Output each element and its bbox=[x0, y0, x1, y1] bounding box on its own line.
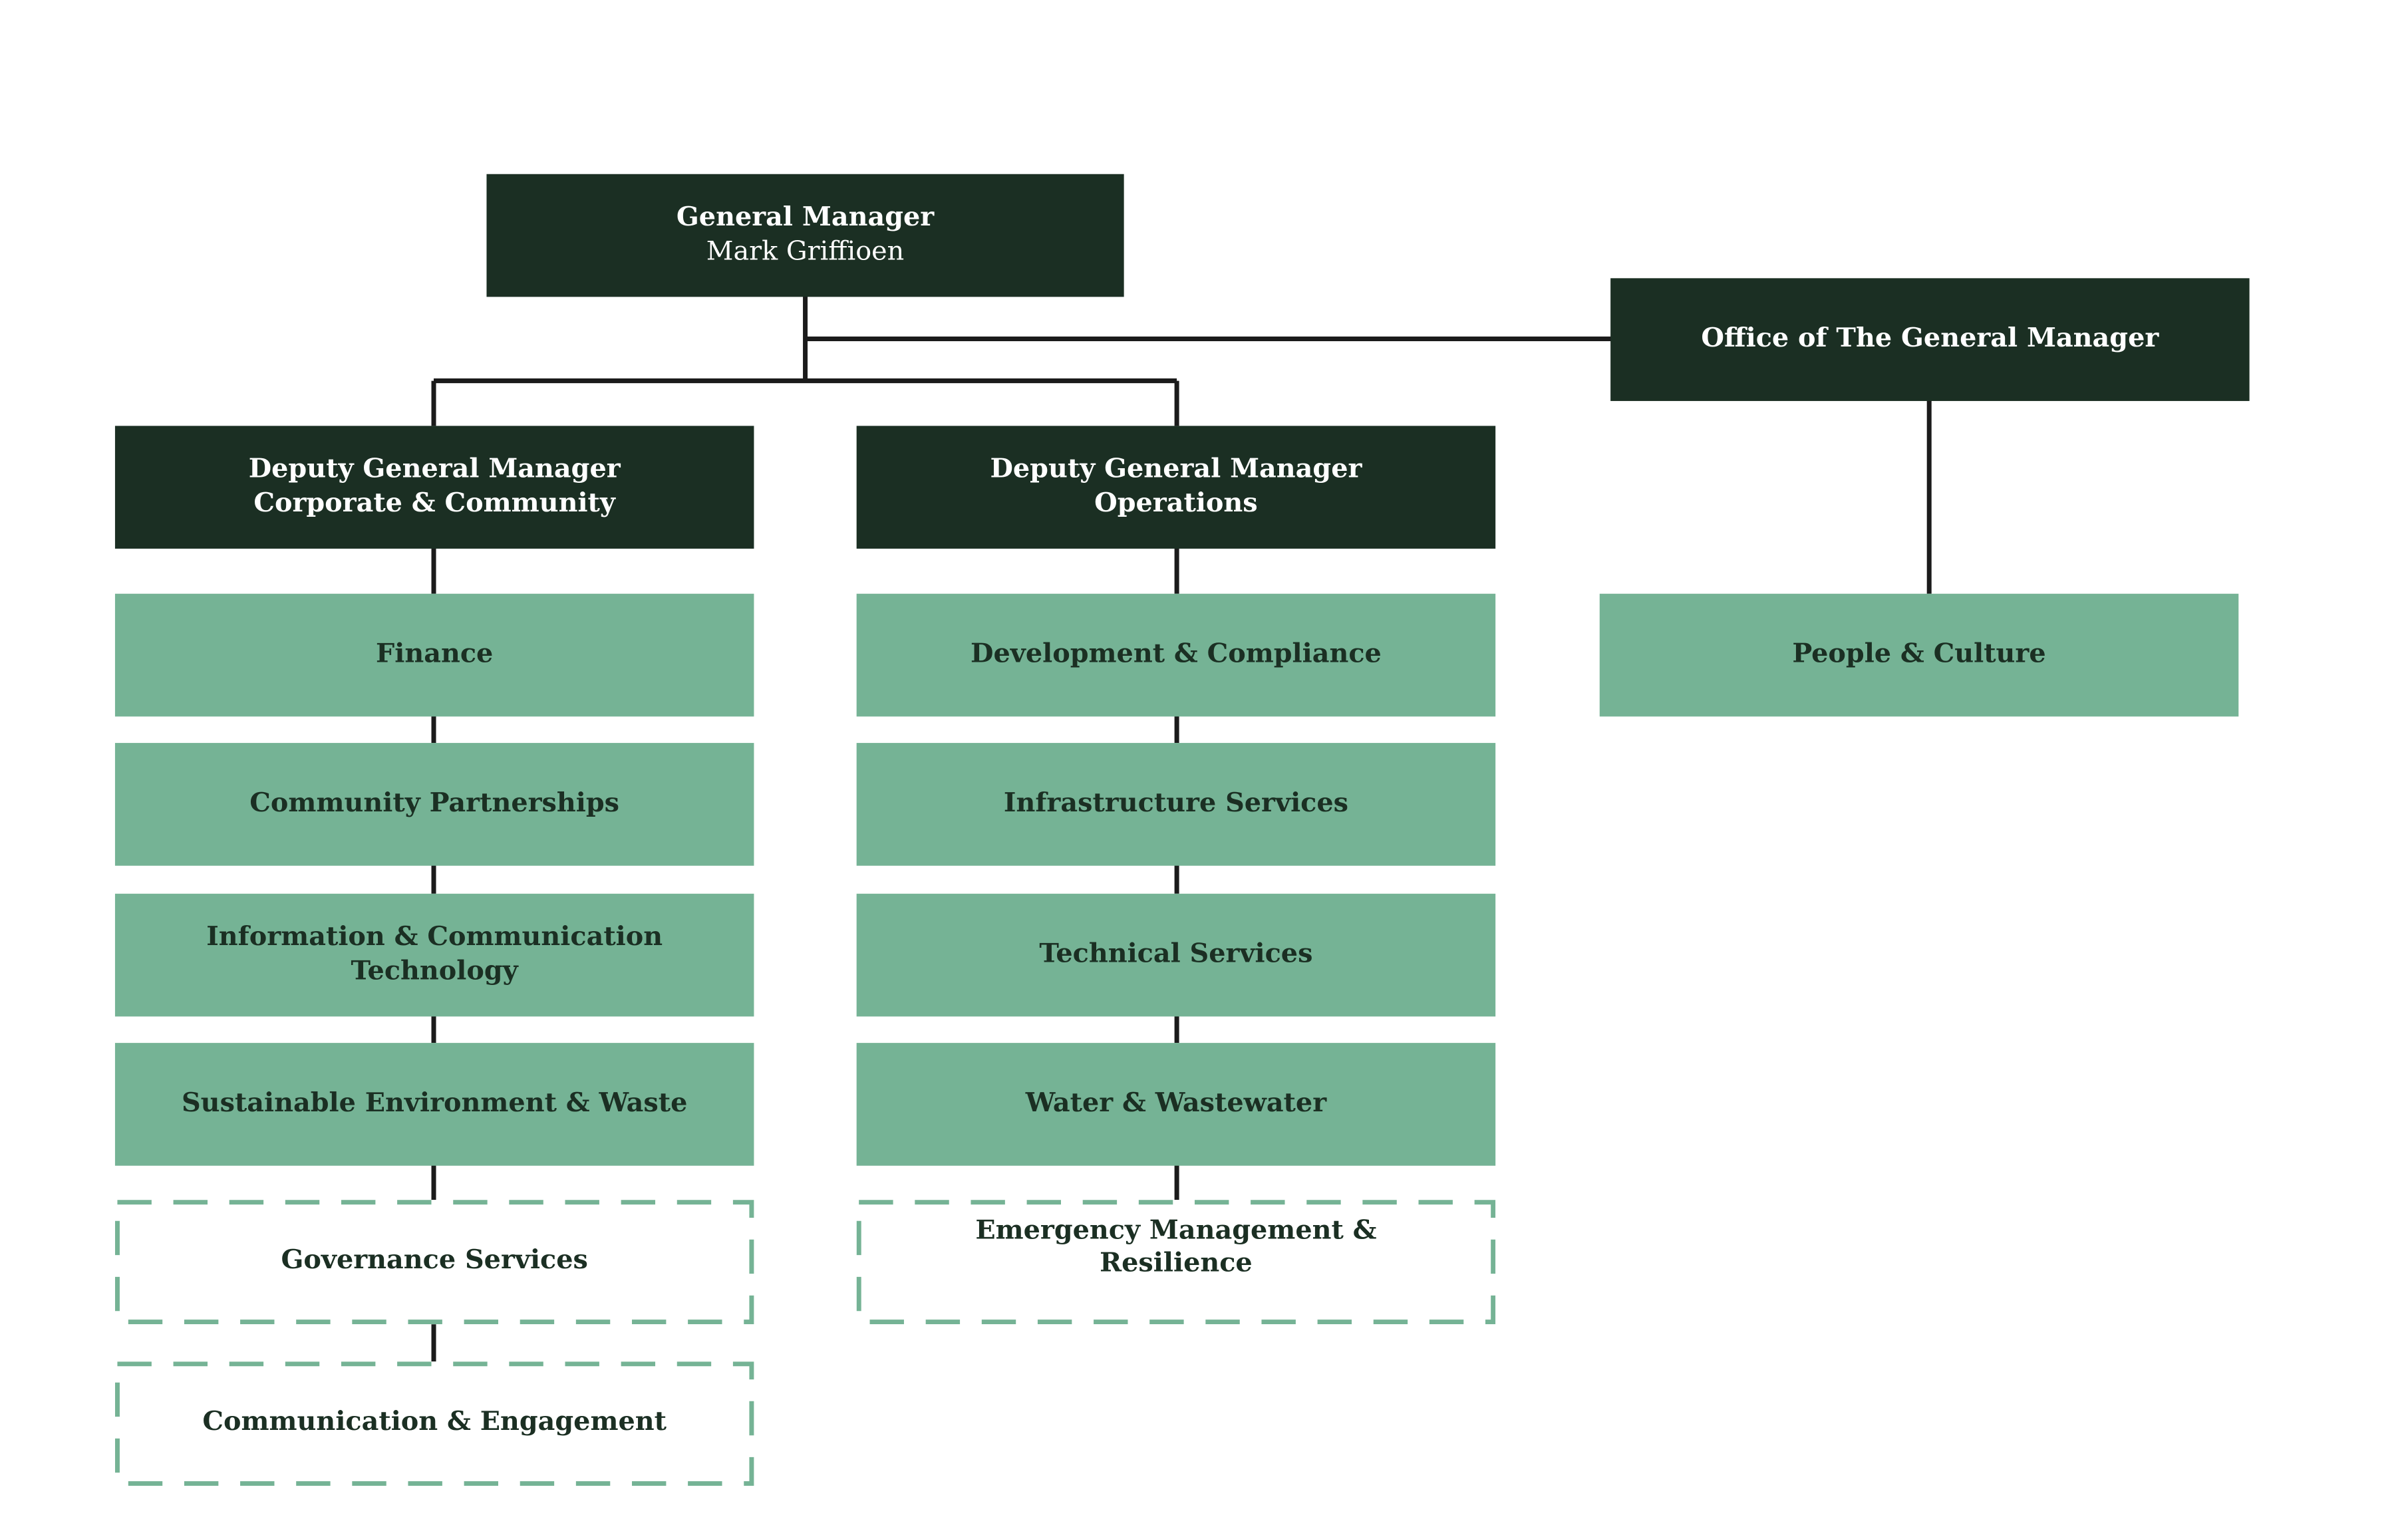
office-general-manager-box: Office of The General Manager bbox=[1610, 278, 2250, 401]
emergency-management-label-line2: Resilience bbox=[1100, 1248, 1253, 1280]
general-manager-title: General Manager bbox=[676, 202, 935, 233]
infrastructure-services-box: Infrastructure Services bbox=[856, 743, 1496, 866]
finance-box: Finance bbox=[114, 593, 754, 717]
communication-dashed-border bbox=[114, 1361, 754, 1486]
ict-label-line2: Technology bbox=[351, 955, 518, 986]
governance-dashed-border bbox=[114, 1200, 754, 1325]
infrastructure-services-label: Infrastructure Services bbox=[1003, 787, 1349, 819]
communication-engagement-label: Communication & Engagement bbox=[202, 1407, 667, 1439]
finance-label: Finance bbox=[376, 638, 494, 670]
dgm-operations-title: Deputy General Manager bbox=[990, 454, 1362, 486]
ict-label-line1: Information & Communication bbox=[206, 921, 663, 953]
emergency-management-label-line1: Emergency Management & bbox=[975, 1214, 1377, 1246]
water-wastewater-label: Water & Wastewater bbox=[1025, 1087, 1327, 1119]
governance-services-label: Governance Services bbox=[281, 1245, 588, 1277]
people-culture-label: People & Culture bbox=[1792, 638, 2046, 670]
dgm-corporate-box: Deputy General Manager Corporate & Commu… bbox=[114, 426, 754, 549]
ict-box: Information & Communication Technology bbox=[114, 893, 754, 1017]
development-compliance-box: Development & Compliance bbox=[856, 593, 1496, 717]
general-manager-name: Mark Griffioen bbox=[706, 235, 905, 267]
general-manager-box: General Manager Mark Griffioen bbox=[486, 174, 1124, 297]
community-partnerships-box: Community Partnerships bbox=[114, 743, 754, 866]
sustainable-environment-label: Sustainable Environment & Waste bbox=[181, 1087, 688, 1119]
technical-services-box: Technical Services bbox=[856, 893, 1496, 1017]
emergency-dashed-border bbox=[856, 1200, 1496, 1325]
governance-services-box: Governance Services bbox=[114, 1200, 754, 1325]
office-general-manager-title: Office of The General Manager bbox=[1701, 323, 2159, 354]
dgm-operations-box: Deputy General Manager Operations bbox=[856, 426, 1496, 549]
development-compliance-label: Development & Compliance bbox=[971, 638, 1382, 670]
people-culture-box: People & Culture bbox=[1599, 593, 2239, 717]
dgm-operations-subtitle: Operations bbox=[1094, 487, 1258, 519]
emergency-management-box: Emergency Management & Resilience bbox=[856, 1200, 1496, 1325]
water-wastewater-box: Water & Wastewater bbox=[856, 1043, 1496, 1166]
technical-services-label: Technical Services bbox=[1039, 938, 1313, 970]
sustainable-environment-box: Sustainable Environment & Waste bbox=[114, 1043, 754, 1166]
dgm-corporate-title: Deputy General Manager bbox=[248, 454, 621, 486]
communication-engagement-box: Communication & Engagement bbox=[114, 1361, 754, 1486]
community-partnerships-label: Community Partnerships bbox=[249, 787, 620, 819]
dgm-corporate-subtitle: Corporate & Community bbox=[253, 487, 616, 519]
